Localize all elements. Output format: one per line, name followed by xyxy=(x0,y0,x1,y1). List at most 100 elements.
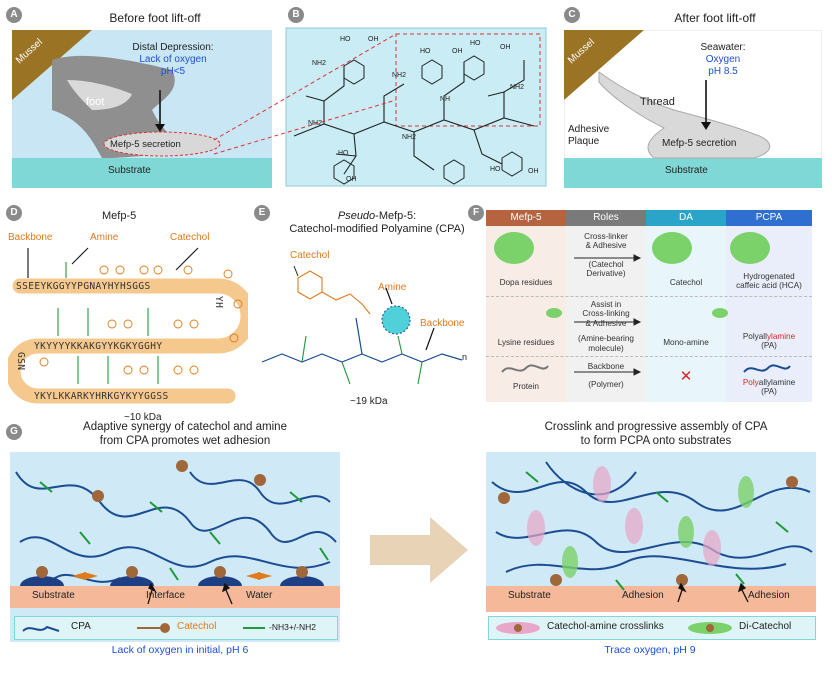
panel-d-catechol-label: Catechol xyxy=(170,232,210,243)
panel-c-badge: C xyxy=(564,7,580,23)
panel-f-row1-mefp: Dopa residues xyxy=(499,278,553,287)
panel-b-nh-1: NH xyxy=(440,96,451,103)
panel-a-secretion-label: Mefp-5 secretion xyxy=(110,139,181,150)
panel-a-foot-label: foot xyxy=(86,96,105,108)
panel-b-ho-4: HO xyxy=(338,150,349,157)
panel-f-divider-2 xyxy=(486,356,812,357)
panel-g-title-left: Adaptive synergy of catechol and amine f… xyxy=(40,420,330,448)
panel-f-divider-1 xyxy=(486,296,812,297)
panel-g-right-scene xyxy=(486,452,816,612)
panel-f-header-da: DA xyxy=(646,210,726,226)
panel-f-row3-pcpa-post: (PA) xyxy=(761,387,777,397)
panel-f-row3-roles-l2: (Polymer) xyxy=(588,380,624,390)
panel-f-col-bg-1 xyxy=(566,226,646,402)
panel-a-b-connector xyxy=(213,33,397,155)
panel-b-nh2-5: NH2 xyxy=(402,134,417,141)
panel-f-row1-roles-l2: & Adhesive xyxy=(585,241,627,251)
panel-e-title-italic: Pseudo xyxy=(337,210,376,222)
panel-d-backbone-label: Backbone xyxy=(8,232,53,243)
panel-f-monoamine-structure xyxy=(712,308,728,318)
panel-f-badge: F xyxy=(468,205,484,221)
panel-g-right-caption: Trace oxygen, pH 9 xyxy=(604,644,696,656)
panel-d-sequence-row3: YKYLKKARKYHRKGYKYYGGSS xyxy=(34,391,169,402)
panel-f-row2-pcpa-post: (PA) xyxy=(761,341,777,351)
panel-e-title: Pseudo-Mefp-5: Catechol-modified Polyami… xyxy=(282,210,472,236)
panel-c-annotation: Seawater: Oxygen pH 8.5 xyxy=(678,42,768,78)
panel-c-title: After foot lift-off xyxy=(674,11,756,25)
panel-g-adhesion1-label: Adhesion xyxy=(622,590,664,601)
panel-g-interface-label: Interface xyxy=(146,590,185,601)
amine-icon xyxy=(243,627,265,629)
panel-c-annotation-line3: pH 8.5 xyxy=(708,66,738,77)
panel-c-annotation-line1: Seawater: xyxy=(700,42,746,53)
panel-b-oh-3: OH xyxy=(500,44,511,51)
panel-g-legend-dicatechol: Di-Catechol xyxy=(739,621,792,632)
panel-e-n-label: n xyxy=(462,352,468,362)
panel-f-row1-roles-l4: Derivative) xyxy=(586,269,626,279)
panel-e-subtitle: Catechol-modified Polyamine (CPA) xyxy=(289,223,465,235)
panel-e-title-line1: Pseudo-Mefp-5: xyxy=(282,210,472,223)
panel-f-pa-squiggle xyxy=(743,364,791,373)
panel-d-amine-label: Amine xyxy=(90,232,119,243)
panel-e-badge: E xyxy=(254,205,270,221)
panel-f-row2-roles-l1: Assist in xyxy=(590,300,622,309)
panel-a-badge: A xyxy=(6,7,22,23)
panel-d-sequence-row2: YKYYYYKKAKGYYKGKYGGHY xyxy=(34,341,163,352)
panel-b-oh-4: OH xyxy=(346,176,357,183)
panel-f-row2-roles-l3: & Adhesive xyxy=(585,318,627,328)
panel-f-row3-pcpa: Polyallylamine (PA) xyxy=(726,378,812,397)
panel-f-row1-pcpa-l1: Hydrogenated xyxy=(743,272,795,281)
panel-c-plaque-line2: Plaque xyxy=(568,136,600,147)
panel-f-row1-roles-l1: Cross-linker xyxy=(584,232,628,241)
panel-f-row2-pcpa-l1: Polyallylamine xyxy=(726,332,812,341)
panel-a-annotation: Distal Depression: Lack of oxygen pH<5 xyxy=(118,42,228,78)
panel-b-polymer-structure xyxy=(285,27,547,187)
panel-f-table: Mefp-5 Roles DA PCPA Dopa residues Cross… xyxy=(486,210,812,402)
panel-b-badge: B xyxy=(288,7,304,23)
panel-g-left-legend: CPA Catechol -NH3+/-NH2 xyxy=(14,616,338,640)
panel-e-weight: ~19 kDa xyxy=(350,396,388,407)
panel-e-amine-label: Amine xyxy=(378,282,407,293)
panel-f-row1-roles: Cross-linker & Adhesive (Catechol Deriva… xyxy=(566,232,646,279)
panel-g-badge: G xyxy=(6,424,22,440)
panel-g-left-caption: Lack of oxygen in initial, pH 6 xyxy=(111,644,249,656)
panel-f-hca-structure xyxy=(730,232,770,264)
panel-b-oh-1: OH xyxy=(368,36,379,43)
panel-g-title-right-line1: Crosslink and progressive assembly of CP… xyxy=(544,421,768,433)
panel-f-row3-pcpa-l1: Polyallylamine xyxy=(726,378,812,387)
panel-g-transition-arrow xyxy=(370,517,468,583)
panel-a-annotation-line1: Distal Depression: xyxy=(132,42,214,53)
panel-b-nh2-1: NH2 xyxy=(312,60,327,67)
panel-a-title: Before foot lift-off xyxy=(109,11,201,25)
panel-c-plaque-line1: Adhesive xyxy=(568,124,610,135)
panel-a-illustration xyxy=(12,30,272,188)
panel-f-header-pcpa: PCPA xyxy=(726,210,812,226)
panel-g-adhesion2-label: Adhesion xyxy=(748,590,790,601)
panel-g-title-left-line1: Adaptive synergy of catechol and amine xyxy=(83,421,287,433)
panel-f-row1-pcpa: Hydrogenated caffeic acid (HCA) xyxy=(726,272,812,291)
panel-g-left-substrate-label: Substrate xyxy=(32,590,75,601)
panel-c-thread-label: Thread xyxy=(640,96,675,108)
panel-f-row1-da: Catechol xyxy=(669,278,703,287)
panel-d-sequence-row1: SSEEYKGGYYPGNAYHYHSGGS xyxy=(16,281,151,292)
panel-e-structure xyxy=(261,265,463,385)
panel-f-header-mefp: Mefp-5 xyxy=(486,210,566,226)
panel-f-row2-roles-l5: molecule) xyxy=(588,343,624,353)
panel-f-row2-da: Mono-amine xyxy=(663,338,709,347)
panel-g-legend-catechol: Catechol xyxy=(177,621,217,632)
panel-g-title-left-line2: from CPA promotes wet adhesion xyxy=(99,435,271,447)
panel-f-header-roles: Roles xyxy=(566,210,646,226)
panel-g-title-right: Crosslink and progressive assembly of CP… xyxy=(506,420,806,448)
panel-b-nh2-3: NH2 xyxy=(510,84,525,91)
panel-d-sequence-turn1: YH xyxy=(213,296,224,309)
panel-c-annotation-line2: Oxygen xyxy=(705,54,741,65)
panel-f-lysine-structure xyxy=(546,308,562,318)
panel-g-legend-crosslinks: Catechol-amine crosslinks xyxy=(547,621,664,632)
panel-g-title-right-line2: to form PCPA onto substrates xyxy=(580,435,732,447)
panel-b-ho-5: HO xyxy=(490,166,501,173)
panel-f-row2-roles-l4: (Amine-bearing xyxy=(578,334,634,344)
panel-f-row2-mefp: Lysine residues xyxy=(497,338,555,347)
panel-g-legend-amine: -NH3+/-NH2 xyxy=(269,622,316,632)
panel-b-ho-2: HO xyxy=(420,48,431,55)
panel-d-sequence-turn2: GSN xyxy=(15,352,26,371)
